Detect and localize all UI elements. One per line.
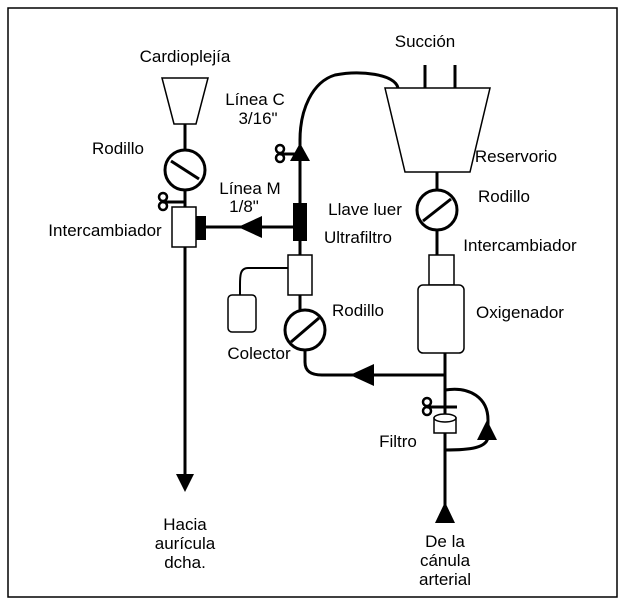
connector-block [196, 216, 206, 240]
arrow-up-icon [435, 502, 455, 523]
roller-pump-left [163, 148, 207, 192]
clamp-icon [421, 396, 457, 417]
heat-exchanger-left [171, 206, 197, 248]
collector-line [239, 267, 288, 295]
label-linea-c-size: 3/16" [238, 109, 277, 128]
label-cardioplejia: Cardioplejía [140, 47, 231, 66]
label-reservorio: Reservorio [475, 147, 557, 166]
luer-lock-valve [293, 203, 307, 241]
label-rodillo-left: Rodillo [92, 139, 144, 158]
arrow-up-icon [290, 143, 310, 161]
collector-bag [227, 294, 257, 333]
label-auricula: aurícula [155, 534, 216, 553]
label-rodillo-right: Rodillo [478, 187, 530, 206]
label-intercambiador-left: Intercambiador [48, 221, 162, 240]
heat-exchanger-right [428, 254, 455, 286]
label-linea-c: Línea C [225, 90, 285, 109]
arrow-down-icon [176, 474, 194, 492]
return-line [303, 350, 445, 377]
roller-pump-right [415, 188, 459, 232]
label-filtro: Filtro [379, 432, 417, 451]
roller-pump-middle [283, 308, 327, 352]
label-intercambiador-right: Intercambiador [463, 236, 577, 255]
label-llave-luer: Llave luer [328, 200, 402, 219]
linea-c [298, 71, 400, 210]
ultrafilter [287, 254, 313, 296]
arrow-up-icon [477, 420, 497, 440]
label-colector: Colector [227, 344, 291, 363]
clamp-icon [274, 143, 296, 164]
arrow-left-icon [350, 364, 374, 386]
label-rodillo-middle: Rodillo [332, 301, 384, 320]
label-oxigenador: Oxigenador [476, 303, 564, 322]
diagram-frame [7, 7, 618, 598]
label-hacia: Hacia [163, 515, 207, 534]
arrow-left-icon [238, 216, 262, 238]
label-linea-m: Línea M [219, 179, 280, 198]
label-linea-m-size: 1/8" [229, 197, 259, 216]
oxygenator [417, 284, 465, 354]
label-de-la: De la [425, 532, 465, 551]
reservoir [384, 87, 491, 173]
cardioplegia-bag [161, 77, 209, 125]
label-dcha: dcha. [164, 553, 206, 572]
arterial-filter [433, 413, 457, 434]
filter-bypass-line [444, 387, 490, 452]
label-ultrafiltro: Ultrafiltro [324, 228, 392, 247]
label-arterial: arterial [419, 570, 471, 589]
clamp-icon [157, 191, 185, 212]
label-canula: cánula [420, 551, 471, 570]
label-succion: Succión [395, 32, 455, 51]
